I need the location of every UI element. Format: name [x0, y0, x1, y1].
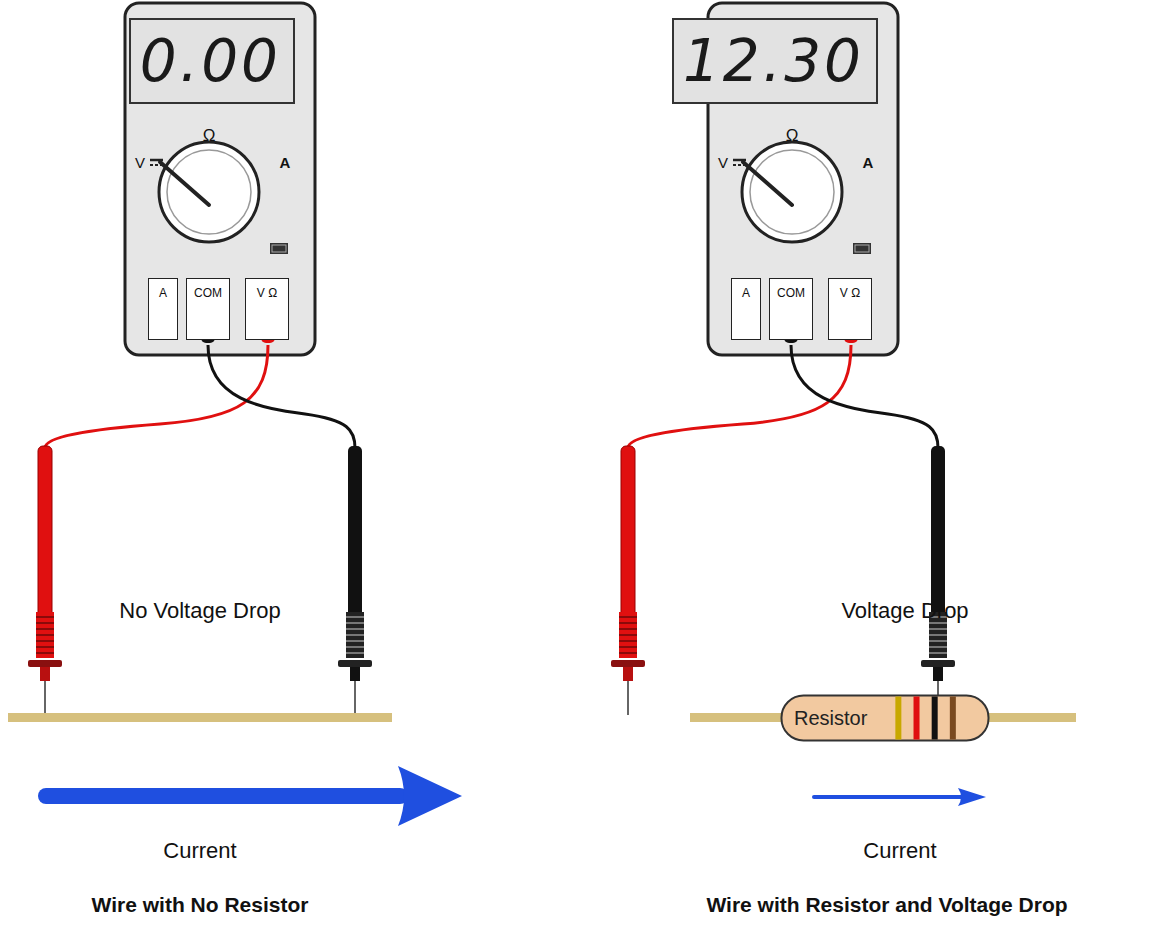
- display-reading: 0.00: [140, 27, 281, 95]
- ohm-label: Ω: [203, 126, 216, 146]
- jack-box: V Ω: [245, 278, 289, 340]
- left-multimeter: [28, 3, 372, 715]
- jack-box: COM: [186, 278, 230, 340]
- jack-box: V Ω: [828, 278, 872, 340]
- jack-box: COM: [769, 278, 813, 340]
- ohm-label: Ω: [786, 126, 799, 146]
- jack-label: A: [742, 286, 750, 300]
- jack-box: A: [731, 278, 761, 340]
- jack-label: V Ω: [840, 286, 860, 300]
- current-label: Current: [163, 838, 236, 864]
- dial-pointer: [743, 162, 792, 205]
- amp-label: A: [280, 154, 291, 171]
- volt-label: V: [135, 154, 145, 171]
- resistor-symbol: Resistor: [780, 694, 990, 742]
- voltage-note: No Voltage Drop: [119, 598, 280, 624]
- current-label: Current: [863, 838, 936, 864]
- display-reading: 12.30: [683, 27, 864, 95]
- caption: Wire with No Resistor: [92, 893, 309, 917]
- meter-display: 0.00: [129, 18, 295, 104]
- jack-label: COM: [194, 286, 222, 300]
- dial-pointer: [160, 162, 209, 205]
- meter-display: 12.30: [672, 18, 878, 104]
- wire: [8, 713, 392, 722]
- voltage-note: Voltage Drop: [841, 598, 968, 624]
- current-arrow: [814, 788, 986, 806]
- resistor-label: Resistor: [780, 707, 867, 730]
- volt-label: V: [718, 154, 728, 171]
- jack-box: A: [148, 278, 178, 340]
- jack-label: A: [159, 286, 167, 300]
- jack-label: V Ω: [257, 286, 277, 300]
- amp-label: A: [863, 154, 874, 171]
- caption: Wire with Resistor and Voltage Drop: [706, 893, 1067, 917]
- current-arrow: [38, 766, 462, 826]
- jack-label: COM: [777, 286, 805, 300]
